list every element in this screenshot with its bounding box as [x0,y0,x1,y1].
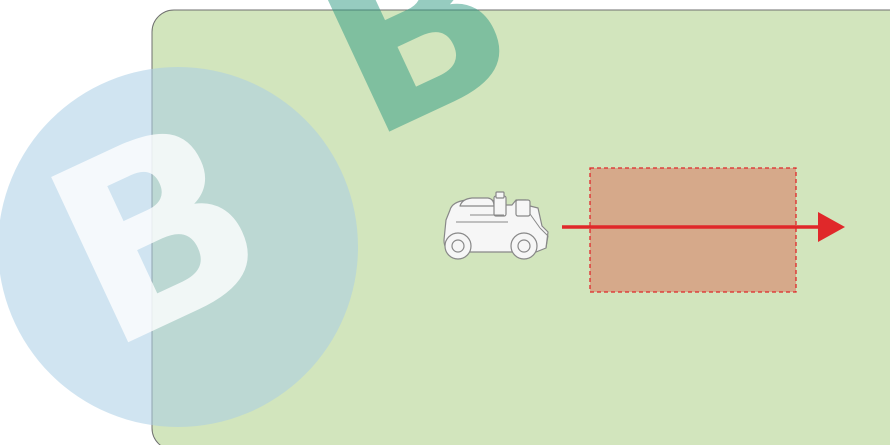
target-zone [590,168,796,292]
